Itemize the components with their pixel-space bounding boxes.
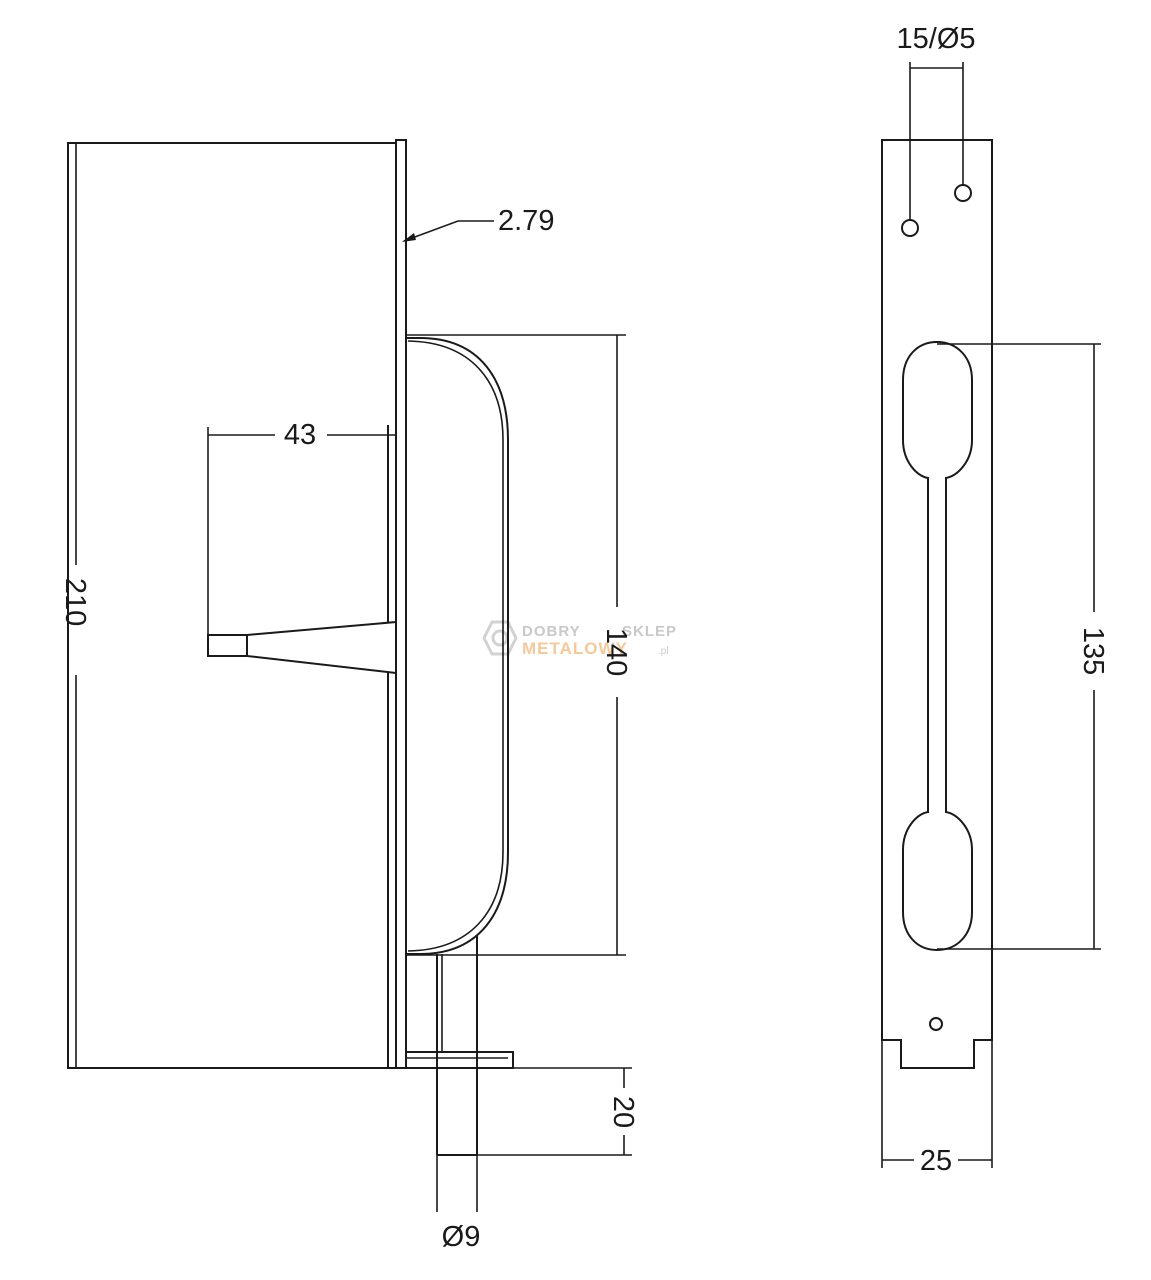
dim-label-20: 20 — [607, 1096, 639, 1128]
door-outline — [67, 142, 397, 1069]
dim-label-135: 135 — [1077, 627, 1109, 675]
handle-slot — [902, 340, 973, 952]
handle-profile — [406, 337, 509, 955]
bolt-plate — [395, 139, 407, 1069]
dim-thickness: 2.79 — [402, 205, 554, 242]
mount-hole-1 — [901, 219, 919, 237]
watermark-text-dobry: DOBRY — [522, 623, 581, 640]
dim-plate-width: 25 — [882, 1145, 992, 1177]
watermark-text-metalowy: METALOWY — [522, 639, 628, 658]
front-plate-outline — [881, 139, 993, 1069]
side-view: 210 2.79 43 140 20 — [59, 139, 639, 1253]
dim-label-140: 140 — [600, 628, 632, 676]
dim-bolt-extension: 20 — [477, 1067, 639, 1156]
watermark-text-sklep: SKLEP — [622, 623, 677, 640]
mount-hole-2 — [954, 184, 972, 202]
dim-label-25: 25 — [920, 1145, 952, 1177]
dim-label-15-d5: 15/Ø5 — [897, 23, 976, 55]
hex-nut-icon — [482, 620, 518, 656]
dim-bolt-diameter: Ø9 — [436, 1155, 481, 1253]
dim-label-43: 43 — [284, 419, 316, 451]
dim-overall-height: 210 — [59, 143, 91, 1068]
dim-label-2-79: 2.79 — [498, 205, 554, 237]
dim-handle-length: 140 — [406, 334, 632, 956]
dim-bolt-projection: 43 — [207, 419, 396, 656]
watermark-text-suffix: .pl — [658, 646, 669, 657]
mount-hole-3 — [929, 1017, 943, 1031]
dim-hole-spacing: 15/Ø5 — [897, 23, 976, 220]
dim-slot-length: 135 — [937, 343, 1109, 950]
plate-foot — [396, 1051, 514, 1069]
latch-wedge — [246, 621, 397, 674]
dim-label-210: 210 — [59, 578, 91, 626]
front-view: 15/Ø5 135 25 — [881, 23, 1109, 1177]
dim-label-d9: Ø9 — [442, 1221, 481, 1253]
watermark-logo: DOBRY SKLEP METALOWY .pl — [482, 620, 677, 658]
latch-tip — [207, 634, 248, 657]
